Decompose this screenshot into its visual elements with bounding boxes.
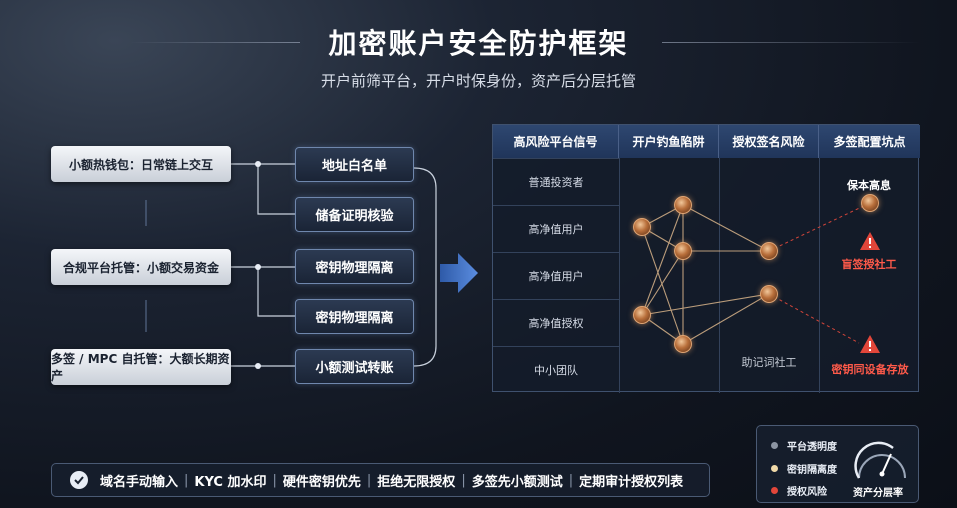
legend: 平台透明度 密钥隔离度 授权风险 资产分层率: [756, 425, 919, 503]
legend-label: 授权风险: [787, 487, 827, 498]
checklist-separator: |: [461, 472, 466, 488]
checklist-item: 硬件密钥优先: [282, 474, 361, 490]
row-label: 高净值授权: [493, 299, 619, 346]
annotation-key-same-device: 密钥同设备存放: [831, 363, 909, 376]
warning-icon: [860, 335, 880, 353]
checklist-item: 拒绝无限授权: [377, 474, 456, 490]
flow-arrow-icon: [440, 253, 478, 293]
legend-dot: [771, 465, 778, 472]
checklist-separator: |: [272, 472, 277, 488]
legend-label: 密钥隔离度: [787, 465, 837, 476]
measure-proof-of-reserves: 储备证明核验: [295, 197, 414, 232]
checklist-separator: |: [568, 472, 574, 488]
row-label: 高净值用户: [493, 205, 619, 252]
risk-node: [633, 306, 651, 324]
risk-node: [861, 194, 879, 212]
check-icon: [70, 471, 88, 489]
source-compliant-custody-label: 合规平台托管：小额交易资金: [62, 260, 219, 275]
col-divider: [619, 158, 620, 393]
risk-node: [760, 285, 778, 303]
risk-node: [674, 335, 692, 353]
page-title: 加密账户安全防护框架: [328, 27, 629, 60]
row-label: 中小团队: [493, 346, 619, 393]
col-header-phishing: 开户钓鱼陷阱: [619, 125, 719, 158]
legend-item-key-isolation: 密钥隔离度: [771, 461, 837, 476]
source-hot-wallet: 小额热钱包：日常链上交互: [51, 146, 231, 182]
title-divider-right: [662, 42, 920, 43]
risk-node: [674, 242, 692, 260]
gauge-label: 资产分层率: [853, 488, 903, 499]
legend-dot: [771, 442, 778, 449]
source-multisig-mpc-label: 多签 / MPC 自托管：大额长期资产: [51, 352, 230, 383]
checklist-bar: 域名手动输入 | KYC 加水印 | 硬件密钥优先 | 拒绝无限授权 | 多签先…: [51, 463, 710, 497]
warning-icon: [860, 232, 880, 250]
checklist-item: 域名手动输入: [100, 474, 179, 490]
legend-dot: [771, 487, 778, 494]
source-multisig-mpc: 多签 / MPC 自托管：大额长期资产: [51, 349, 231, 385]
measure-key-isolation-2-label: 密钥物理隔离: [315, 311, 394, 326]
annotation-blind-signing: 盲签授社工: [841, 258, 897, 271]
source-compliant-custody: 合规平台托管：小额交易资金: [51, 249, 231, 285]
measure-test-transfer: 小额测试转账: [295, 349, 414, 384]
checklist-item: 多签先小额测试: [471, 474, 563, 490]
legend-label: 平台透明度: [787, 442, 837, 453]
annotation-guaranteed-return: 保本高息: [847, 179, 891, 192]
col-divider: [819, 158, 820, 393]
risk-matrix: 高风险平台信号 开户钓鱼陷阱 授权签名风险 多签配置坑点 普通投资者 高净值用户…: [492, 124, 920, 393]
legend-item-auth-risk: 授权风险: [771, 483, 827, 498]
risk-matrix-header: 高风险平台信号 开户钓鱼陷阱 授权签名风险 多签配置坑点: [493, 125, 920, 158]
measure-proof-of-reserves-label: 储备证明核验: [315, 209, 394, 224]
legend-item-transparency: 平台透明度: [771, 438, 837, 453]
gauge-icon: [854, 441, 906, 479]
title-divider-left: [130, 42, 300, 43]
measure-key-isolation-1: 密钥物理隔离: [295, 249, 414, 284]
risk-node: [760, 242, 778, 260]
measure-key-isolation-2: 密钥物理隔离: [295, 299, 414, 334]
risk-node: [674, 196, 692, 214]
measure-address-whitelist-label: 地址白名单: [321, 159, 387, 174]
checklist-separator: |: [366, 472, 372, 488]
risk-node: [633, 218, 651, 236]
measure-address-whitelist: 地址白名单: [295, 147, 414, 182]
col-divider: [719, 158, 720, 393]
checklist-item: KYC 加水印: [194, 474, 267, 490]
col-header-multisig-pitfall: 多签配置坑点: [833, 135, 906, 149]
source-hot-wallet-label: 小额热钱包：日常链上交互: [68, 157, 213, 172]
measure-test-transfer-label: 小额测试转账: [315, 361, 394, 376]
row-label: 高净值用户: [493, 252, 619, 299]
row-label: 普通投资者: [493, 158, 619, 205]
measure-key-isolation-1-label: 密钥物理隔离: [315, 261, 394, 276]
page-subtitle: 开户前筛平台，开户时保身份，资产后分层托管: [320, 72, 636, 90]
checklist-separator: |: [184, 472, 189, 488]
checklist-item: 定期审计授权列表: [579, 474, 684, 490]
annotation-seed-social-eng: 助记词社工: [741, 356, 797, 369]
col-header-platform-signal: 高风险平台信号: [493, 125, 619, 158]
col-header-signature-risk: 授权签名风险: [719, 125, 819, 158]
